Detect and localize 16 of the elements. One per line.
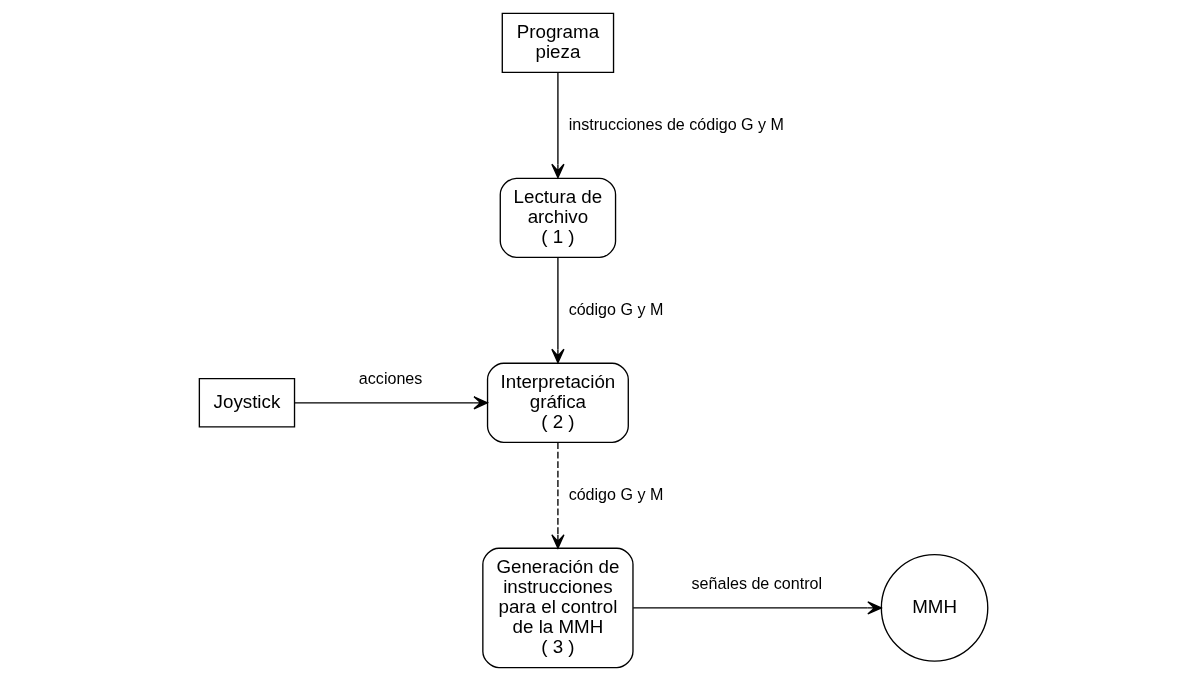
node-box: Programa pieza: [501, 12, 614, 74]
edge-label: acciones: [358, 369, 422, 388]
arrow: [550, 442, 565, 549]
node-box: Joystick: [198, 378, 295, 428]
node-box: Interpretación gráfica ( 2 ): [486, 362, 629, 444]
arrow: [550, 72, 565, 179]
arrow: [632, 601, 882, 615]
arrow: [550, 256, 565, 364]
edge-label: código G y M: [568, 300, 663, 319]
edge-label: instrucciones de código G y M: [568, 115, 784, 134]
edge-label: código G y M: [568, 485, 663, 504]
node-circle: MMH: [880, 554, 988, 662]
node-box: Lectura de archivo ( 1 ): [499, 177, 616, 259]
arrow: [293, 396, 488, 410]
edge-label: señales de control: [691, 574, 822, 593]
node-box: Generación de instrucciones para el control de la MMH ( 3 ): [481, 547, 634, 669]
